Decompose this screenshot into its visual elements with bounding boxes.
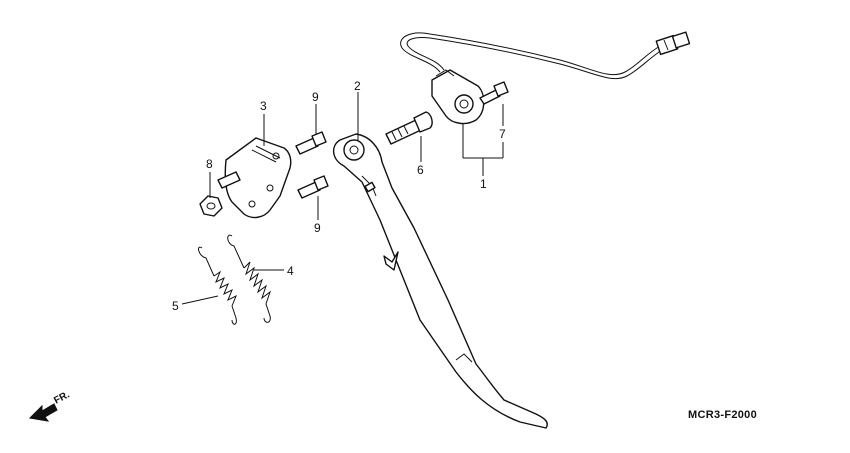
callout-9-upper: 9 bbox=[312, 90, 319, 104]
bolt-9-upper bbox=[295, 131, 327, 155]
callout-labels: 1 2 3 4 5 6 7 8 9 9 bbox=[172, 79, 506, 313]
callout-9-lower: 9 bbox=[314, 221, 321, 235]
spring-outer bbox=[227, 234, 271, 323]
front-direction-arrow: FR. bbox=[28, 389, 72, 422]
callout-7: 7 bbox=[499, 127, 506, 141]
bolt-6 bbox=[385, 111, 433, 145]
leader-lines bbox=[181, 92, 504, 305]
side-stand bbox=[333, 133, 548, 429]
callout-4: 4 bbox=[287, 264, 294, 278]
spring-inner bbox=[198, 246, 237, 325]
callout-3: 3 bbox=[260, 99, 267, 113]
callout-2: 2 bbox=[354, 79, 361, 93]
callout-8: 8 bbox=[206, 157, 213, 171]
diagram-code: MCR3-F2000 bbox=[688, 409, 757, 421]
stand-bracket bbox=[217, 137, 292, 219]
nut-8 bbox=[199, 195, 223, 217]
callout-6: 6 bbox=[417, 163, 424, 177]
side-stand-switch bbox=[400, 31, 691, 125]
bolt-7 bbox=[479, 81, 509, 105]
front-direction-label: FR. bbox=[52, 389, 72, 406]
callout-1: 1 bbox=[480, 177, 487, 191]
callout-5: 5 bbox=[172, 299, 179, 313]
bolt-9-lower bbox=[297, 175, 329, 199]
